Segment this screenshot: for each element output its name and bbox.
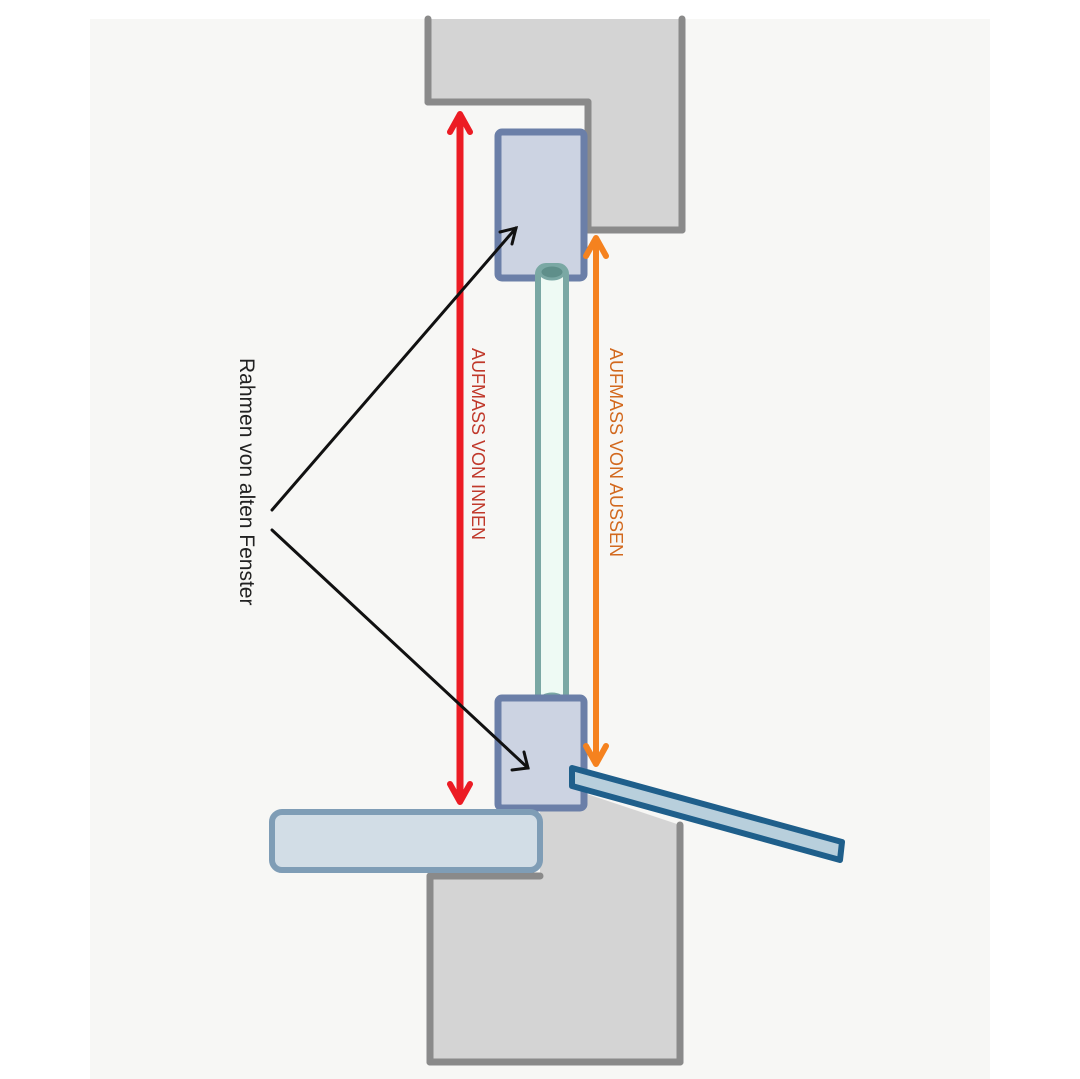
frame-bottom — [494, 694, 588, 812]
callout-arrow-top — [270, 225, 519, 512]
outer-measure-label: AUFMASS VON AUSSEN — [606, 348, 626, 557]
outer-measure-arrow — [583, 235, 609, 767]
inner-sill — [269, 809, 543, 873]
wall-lower — [426, 790, 684, 1066]
outer-sill — [569, 765, 845, 863]
frame-callout-label: Rahmen von alten Fenster — [235, 358, 258, 605]
inner-measure-arrow — [447, 111, 473, 805]
wall-upper — [424, 15, 686, 234]
callout-arrow-bottom — [270, 528, 530, 772]
inner-measure-label: AUFMASS VON INNEN — [468, 348, 488, 540]
glass-pane — [535, 263, 569, 710]
frame-top — [494, 128, 588, 282]
